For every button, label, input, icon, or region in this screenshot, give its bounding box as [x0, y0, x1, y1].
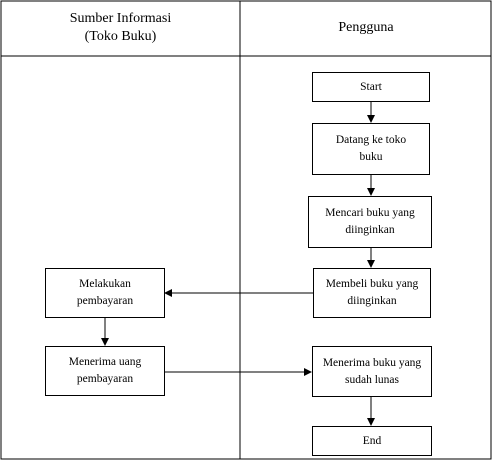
node-melakukan-line1: Melakukan [79, 278, 131, 290]
node-menerima-buku-line1: Menerima buku yang [322, 356, 422, 369]
node-membeli-line1: Membeli buku yang [325, 278, 419, 290]
node-melakukan-line2: pembayaran [76, 295, 134, 307]
node-melakukan-pembayaran: Melakukan pembayaran [45, 268, 165, 318]
lane-header-pengguna: Pengguna [241, 1, 491, 55]
lane-title-line1: Sumber Informasi [69, 11, 172, 26]
node-menerima-buku: Menerima buku yang sudah lunas [312, 346, 432, 397]
node-start-label: Start [360, 80, 382, 93]
node-start: Start [312, 72, 430, 102]
node-menerima-uang-line1: Menerima uang [68, 356, 142, 368]
node-end-label: End [362, 434, 382, 447]
node-datang-ke-toko-buku: Datang ke toko buku [312, 123, 430, 175]
node-mencari-line2: diinginkan [345, 224, 395, 236]
node-menerima-uang: Menerima uang pembayaran [45, 346, 165, 396]
lane-header-sumber-informasi: Sumber Informasi (Toko Buku) [1, 1, 240, 55]
lane-title: Pengguna [338, 20, 394, 35]
node-membeli-buku: Membeli buku yang diinginkan [313, 268, 431, 318]
node-menerima-uang-line2: pembayaran [76, 373, 134, 385]
node-membeli-line2: diinginkan [347, 295, 397, 307]
lane-title-line2: (Toko Buku) [84, 29, 157, 44]
node-menerima-buku-line2: sudah lunas [345, 373, 399, 386]
node-datang-line1: Datang ke toko [335, 134, 407, 146]
node-mencari-line1: Mencari buku yang [325, 207, 415, 219]
node-end: End [312, 426, 432, 456]
node-datang-line2: buku [359, 151, 383, 163]
node-mencari-buku: Mencari buku yang diinginkan [308, 196, 432, 248]
